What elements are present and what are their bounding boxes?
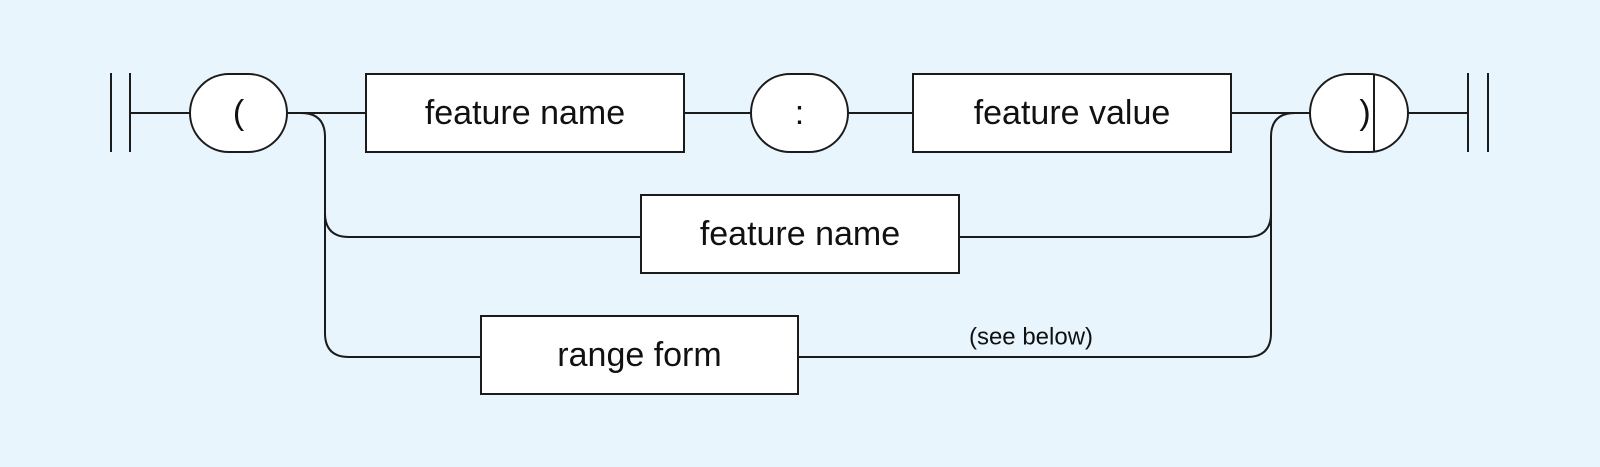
close-paren-label: )	[1359, 94, 1370, 132]
open-paren-node: (	[189, 73, 288, 153]
end-terminator	[1467, 73, 1489, 152]
colon-node: :	[750, 73, 849, 153]
start-terminator	[110, 73, 131, 152]
branch-feature-name-right	[959, 212, 1272, 238]
branch-split-left	[300, 112, 350, 358]
close-paren-node: )	[1309, 73, 1409, 153]
colon-label: :	[795, 94, 804, 132]
range-form-label: range form	[557, 336, 721, 374]
see-below-note: (see below)	[969, 324, 1093, 351]
feature-name-alt-label: feature name	[700, 215, 900, 253]
open-paren-label: (	[233, 94, 245, 132]
range-form-box: range form	[480, 315, 799, 395]
feature-name-box: feature name	[365, 73, 685, 153]
branch-join-right	[1246, 112, 1296, 358]
feature-value-label: feature value	[974, 94, 1171, 132]
branch-feature-name-left	[324, 212, 641, 238]
feature-name-alt-box: feature name	[640, 194, 960, 274]
feature-value-box: feature value	[912, 73, 1232, 153]
feature-name-label: feature name	[425, 94, 625, 132]
